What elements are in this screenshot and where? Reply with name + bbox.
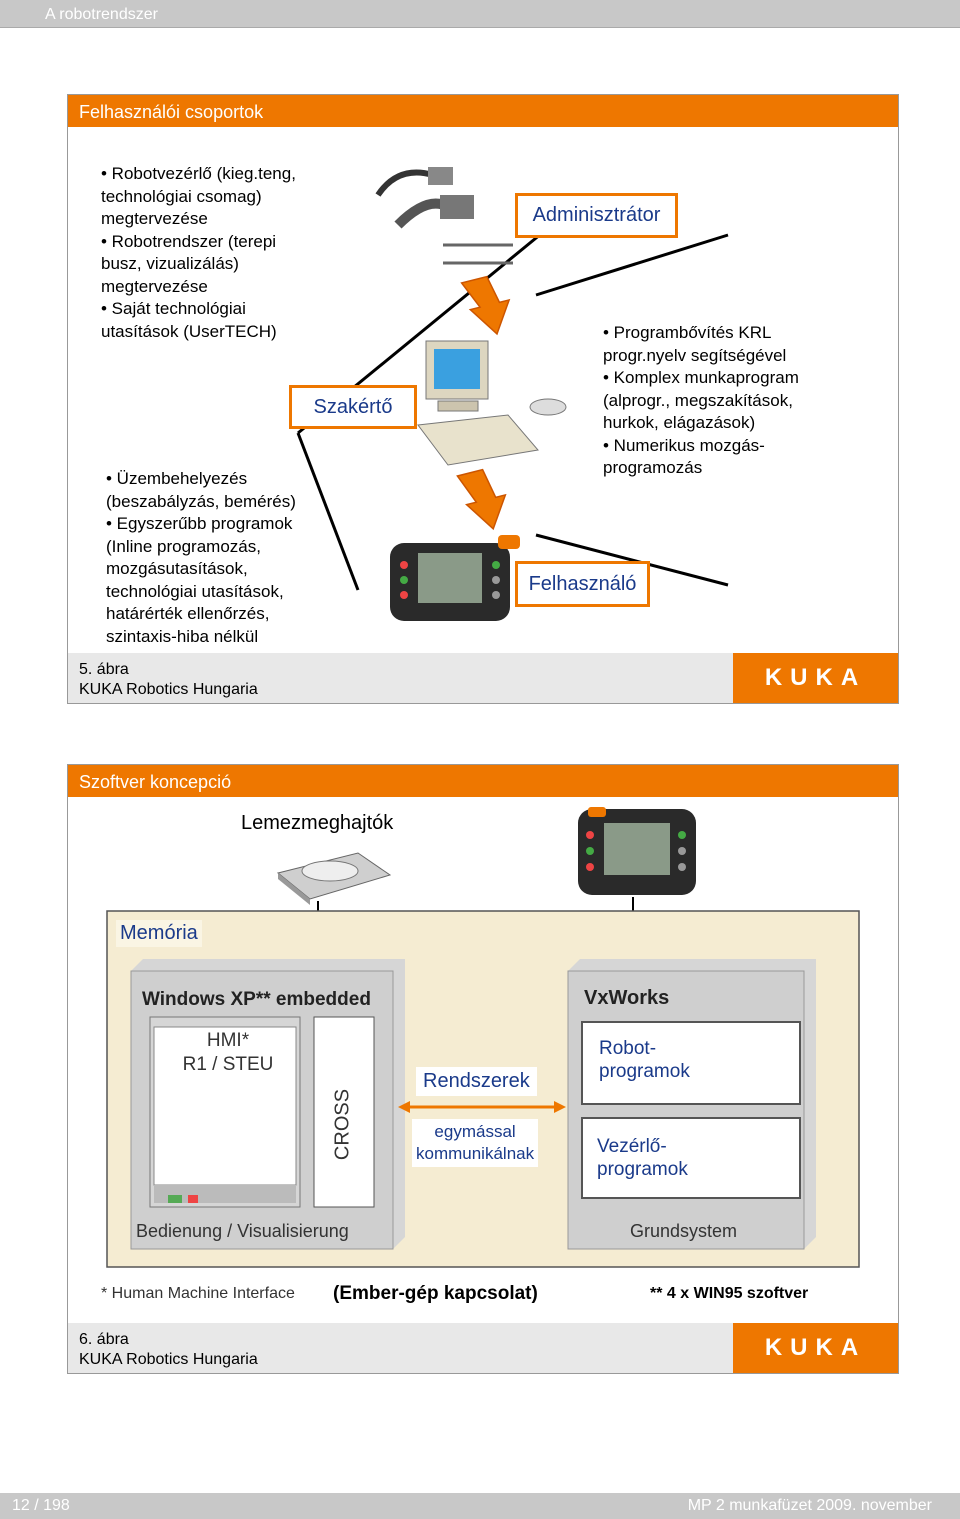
memory-label: Memória xyxy=(116,920,202,947)
communicate-label: egymással kommunikálnak xyxy=(412,1119,539,1167)
user-label: Felhasználó xyxy=(515,561,650,607)
admin-label: Adminisztrátor xyxy=(515,193,678,238)
admin-bullet-list: • Programbővítés KRL progr.nyelv segítsé… xyxy=(603,323,799,477)
windows-label: Windows XP** embedded xyxy=(142,989,371,1010)
hmi-footnote-hungarian: (Ember-gép kapcsolat) xyxy=(333,1283,538,1304)
controller-programs-box: Vezérlő- programok xyxy=(581,1117,801,1199)
grundsystem-label: Grundsystem xyxy=(630,1221,738,1241)
user-bullet-list: • Üzembehelyezés (beszabályzás, bemérés)… xyxy=(106,469,296,646)
user-group-diagram xyxy=(296,167,729,621)
win95-footnote: ** 4 x WIN95 szoftver xyxy=(650,1285,809,1302)
cables-image xyxy=(375,167,513,265)
kuka-logo: KUKA xyxy=(733,653,898,703)
vxworks-label: VxWorks xyxy=(584,987,670,1009)
slide-software-concept: Szoftver koncepció Lemezmeghajtók xyxy=(67,764,899,1374)
document-title: A robotrendszer xyxy=(45,6,158,23)
computer-image xyxy=(417,340,567,466)
teach-pendant-image xyxy=(578,807,696,895)
cross-label: CROSS xyxy=(331,1088,354,1161)
double-arrow-icon xyxy=(398,1101,566,1113)
robot-programs-box: Robot- programok xyxy=(581,1021,801,1105)
hmi-label: HMI* R1 / STEU xyxy=(182,1030,274,1075)
arrow-up-icon-lower xyxy=(456,468,507,531)
teach-pendant-image xyxy=(390,535,520,621)
drives-label: Lemezmeghajtók xyxy=(241,812,394,834)
arrow-up-icon xyxy=(460,275,511,336)
document-info: MP 2 munkafüzet 2009. november xyxy=(687,1497,932,1514)
slide-title: Felhasználói csoportok xyxy=(68,95,898,127)
slide-title: Szoftver koncepció xyxy=(68,765,898,797)
expert-bullet-list: • Robotvezérlő (kieg.teng, technológiai … xyxy=(101,164,296,341)
kuka-logo: KUKA xyxy=(733,1323,898,1373)
document-header: A robotrendszer xyxy=(0,0,960,28)
slide-user-groups: Felhasználói csoportok • Robotvezérlő (k… xyxy=(67,94,899,704)
hmi-footnote: * Human Machine Interface xyxy=(101,1285,295,1302)
systems-label: Rendszerek xyxy=(416,1067,537,1096)
figure-caption: 6. ábra KUKA Robotics Hungaria xyxy=(79,1331,258,1368)
page-number: 12 / 198 xyxy=(12,1497,70,1514)
expert-label: Szakértő xyxy=(289,385,417,429)
figure-caption: 5. ábra KUKA Robotics Hungaria xyxy=(79,661,258,698)
bedienung-label: Bedienung / Visualisierung xyxy=(136,1221,349,1241)
document-footer: 12 / 198 MP 2 munkafüzet 2009. november xyxy=(0,1493,960,1519)
disk-drive-image xyxy=(276,852,392,905)
